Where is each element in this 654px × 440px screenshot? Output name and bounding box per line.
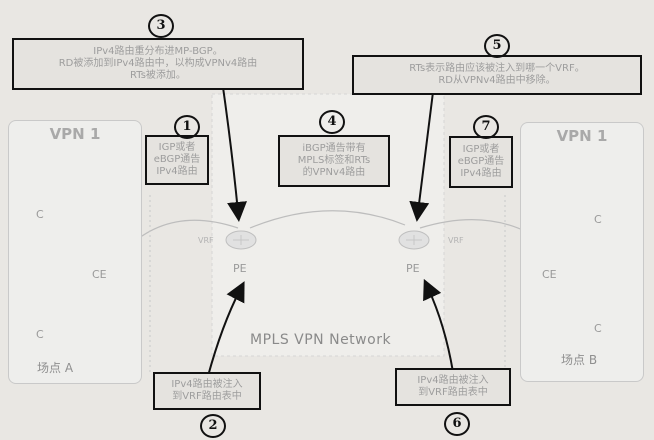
step-3-number: 3 [148,14,174,38]
step-1-number: 1 [174,115,200,139]
router-label-ce-left: CE [92,268,107,281]
site-b-panel: VPN 1 场点 B [520,122,644,382]
router-label-pe-left: PE [233,262,247,275]
arrow-step-6 [423,278,454,373]
step-6-box: IPv4路由被注入 到VRF路由表中 [395,368,511,406]
step-5-box: RTs表示路由应该被注入到哪一个VRF。 RD从VPNv4路由中移除。 [352,55,642,95]
site-a-vpn-title: VPN 1 [49,125,101,143]
step-7-line-2: eBGP通告 [457,156,505,167]
arrow-step-3 [221,79,247,222]
step-3-box: IPv4路由重分布进MP-BGP。 RD被添加到IPv4路由中，以构成VPNv4… [12,38,304,90]
step-1-line-2: eBGP通告 [153,154,201,165]
router-label-ce-right: CE [542,268,557,281]
step-4-line-2: MPLS标签和RTs [297,155,371,166]
step-3-line-3: RTs被添加。 [130,70,186,81]
router-label-c-right-bottom: C [594,322,602,335]
step-7-line-3: IPv4路由 [460,168,502,179]
step-2-number: 2 [200,414,226,438]
step-4-box: iBGP通告带有 MPLS标签和RTs 的VPNv4路由 [278,135,390,187]
site-b-label: 场点 B [561,353,598,367]
step-1-box: IGP或者 eBGP通告 IPv4路由 [145,135,209,185]
step-5-line-2: RD从VPNv4路由中移除。 [438,75,556,86]
step-4-line-3: 的VPNv4路由 [302,167,366,178]
router-label-c-left-bottom: C [36,328,44,341]
vrf-label-right: VRF [448,236,464,245]
step-7-box: IGP或者 eBGP通告 IPv4路由 [449,136,513,188]
router-label-c-right-top: C [594,213,602,226]
router-label-c-left-top: C [36,208,44,221]
vrf-label-left: VRF [198,236,214,245]
site-a-panel: VPN 1 场点 A [8,120,142,384]
step-7-number: 7 [473,115,499,139]
step-3-line-2: RD被添加到IPv4路由中，以构成VPNv4路由 [58,58,258,69]
arrow-step-5 [409,91,434,222]
step-6-line-2: 到VRF路由表中 [418,387,488,398]
step-5-number: 5 [484,34,510,58]
step-1-line-1: IGP或者 [158,142,196,153]
step-6-number: 6 [444,412,470,436]
arrow-step-2 [207,281,245,377]
step-3-line-1: IPv4路由重分布进MP-BGP。 [93,46,223,57]
step-7-line-1: IGP或者 [462,144,500,155]
step-5-line-1: RTs表示路由应该被注入到哪一个VRF。 [409,63,585,74]
step-2-line-1: IPv4路由被注入 [171,379,243,390]
step-1-line-3: IPv4路由 [156,166,198,177]
site-b-vpn-title: VPN 1 [556,127,608,145]
step-6-line-1: IPv4路由被注入 [417,375,489,386]
mpls-network-label: MPLS VPN Network [250,332,392,348]
step-4-number: 4 [319,110,345,134]
step-4-line-1: iBGP通告带有 [302,143,366,154]
step-2-line-2: 到VRF路由表中 [172,391,242,402]
site-a-label: 场点 A [37,361,74,375]
link-pe-pe [249,210,406,229]
step-2-box: IPv4路由被注入 到VRF路由表中 [153,372,261,410]
router-icon-pe-left [225,230,257,250]
router-icon-pe-right [398,230,430,250]
router-label-pe-right: PE [406,262,420,275]
